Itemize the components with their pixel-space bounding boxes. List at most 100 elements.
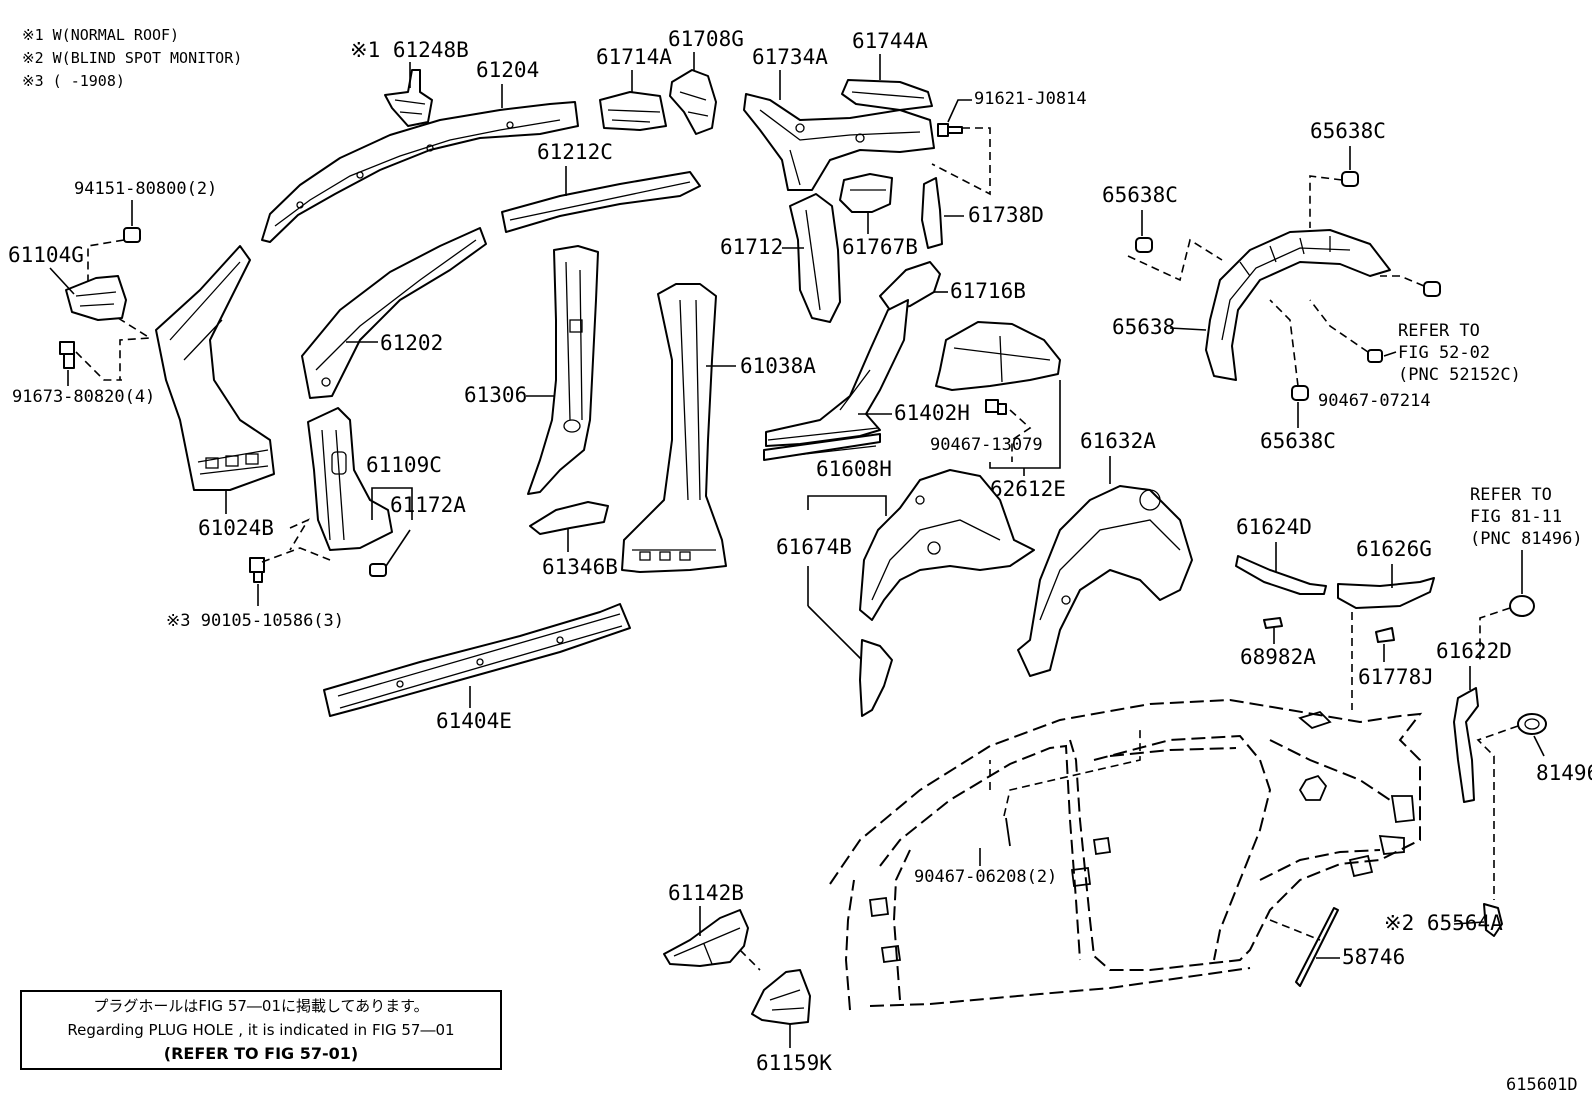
label-61159K: 61159K [756, 1051, 832, 1075]
bolt-91621-J0814[interactable] [937, 123, 963, 137]
ref-52-line1: REFER TO [1398, 321, 1480, 341]
label-61202: 61202 [380, 331, 443, 355]
part-61626G[interactable] [1337, 577, 1435, 609]
label-61204: 61204 [476, 58, 539, 82]
label-61404E: 61404E [436, 709, 512, 733]
label-61212C: 61212C [537, 140, 613, 164]
label-61734A: 61734A [752, 45, 828, 69]
part-68982A[interactable] [1263, 617, 1283, 629]
label-61767B: 61767B [842, 235, 918, 259]
bolt-90467-07214[interactable] [1367, 349, 1383, 363]
part-61624D[interactable] [1235, 555, 1327, 595]
label-81496G: 81496G [1536, 761, 1592, 785]
part-61716B[interactable] [879, 261, 941, 311]
part-61402H[interactable] [763, 299, 909, 461]
label-90467-06208: 90467-06208(2) [914, 867, 1057, 887]
plug-hole-notice: プラグホールはFIG 57―01に掲載してあります。 Regarding PLU… [20, 990, 502, 1070]
label-61674B: 61674B [776, 535, 852, 559]
label-65638C-bottom: 65638C [1260, 429, 1336, 453]
clip-65638C-bottom[interactable] [1291, 385, 1309, 401]
label-90467-13079: 90467-13079 [930, 435, 1043, 455]
part-61734A[interactable] [743, 93, 935, 191]
label-65638: 65638 [1112, 315, 1175, 339]
part-61024B[interactable] [155, 245, 275, 491]
bolt-90105-10586[interactable] [249, 557, 265, 583]
part-61202[interactable] [301, 227, 487, 399]
body-side-outer [829, 698, 1423, 1011]
notice-japanese: プラグホールはFIG 57―01に掲載してあります。 [93, 997, 429, 1015]
label-62612E: 62612E [990, 477, 1066, 501]
part-61038A[interactable] [621, 283, 727, 573]
label-61104G: 61104G [8, 243, 84, 267]
part-58746[interactable] [1295, 907, 1339, 987]
label-61632A: 61632A [1080, 429, 1156, 453]
clip-65638C-right[interactable] [1423, 281, 1441, 297]
part-61159K[interactable] [751, 969, 811, 1025]
part-61744A[interactable] [841, 79, 933, 111]
part-65638[interactable] [1205, 229, 1391, 381]
bolt-90467-13079[interactable] [985, 399, 1007, 415]
part-81496G[interactable] [1517, 713, 1547, 735]
label-61778J: 61778J [1358, 665, 1434, 689]
label-94151-80800: 94151-80800(2) [74, 179, 217, 199]
label-61626G: 61626G [1356, 537, 1432, 561]
label-61306: 61306 [464, 383, 527, 407]
label-90467-07214: 90467-07214 [1318, 391, 1431, 411]
part-61248B[interactable] [384, 69, 433, 127]
label-65638C-top: 65638C [1310, 119, 1386, 143]
label-61346B: 61346B [542, 555, 618, 579]
grommet-81496[interactable] [1509, 595, 1535, 617]
part-61204[interactable] [261, 101, 579, 243]
label-65564A: ※2 65564A [1384, 911, 1503, 935]
part-61104G[interactable] [65, 275, 127, 321]
label-68982A: 68982A [1240, 645, 1316, 669]
label-65638C-left: 65638C [1102, 183, 1178, 207]
label-61109C: 61109C [366, 453, 442, 477]
part-61212C[interactable] [501, 171, 701, 233]
note-3: ※3 ( -1908) [22, 72, 125, 90]
part-61708G[interactable] [669, 69, 717, 135]
ref-81-line1: REFER TO [1470, 485, 1552, 505]
bolt-91673-80820[interactable] [59, 341, 75, 369]
clip-65638C-top[interactable] [1341, 171, 1359, 187]
label-61712: 61712 [720, 235, 783, 259]
notice-reference: (REFER TO FIG 57-01) [163, 1044, 359, 1063]
notice-english: Regarding PLUG HOLE , it is indicated in… [67, 1021, 455, 1039]
part-61346B[interactable] [529, 501, 609, 535]
label-61402H: 61402H [894, 401, 970, 425]
note-2: ※2 W(BLIND SPOT MONITOR) [22, 49, 242, 67]
nut-94151-80800[interactable] [123, 227, 141, 243]
part-61712[interactable] [789, 193, 841, 323]
label-91673-80820: 91673-80820(4) [12, 387, 155, 407]
part-61109C[interactable] [307, 407, 393, 551]
part-61172A[interactable] [369, 563, 387, 577]
part-61738D[interactable] [921, 177, 943, 249]
ref-81-line2: FIG 81-11 [1470, 507, 1562, 527]
ref-81-line3: (PNC 81496) [1470, 529, 1583, 549]
part-62612E[interactable] [935, 321, 1061, 391]
label-61716B: 61716B [950, 279, 1026, 303]
label-61024B: 61024B [198, 516, 274, 540]
part-61142B[interactable] [663, 909, 749, 967]
label-58746: 58746 [1342, 945, 1405, 969]
label-61744A: 61744A [852, 29, 928, 53]
clip-65638C-left[interactable] [1135, 237, 1153, 253]
part-61767B[interactable] [839, 173, 893, 213]
part-61622D[interactable] [1453, 687, 1479, 803]
part-61404E[interactable] [323, 603, 631, 717]
label-61708G: 61708G [668, 27, 744, 51]
part-61632A[interactable] [1017, 485, 1193, 677]
part-61778J[interactable] [1375, 627, 1395, 643]
part-65564A[interactable] [1483, 903, 1503, 937]
label-90105-10586: ※3 90105-10586(3) [166, 611, 344, 631]
label-61622D: 61622D [1436, 639, 1512, 663]
part-61608H[interactable] [859, 469, 1035, 621]
note-1: ※1 W(NORMAL ROOF) [22, 26, 179, 44]
part-61306[interactable] [527, 245, 599, 495]
clip-90467-06208[interactable] [1005, 817, 1011, 847]
part-61714A[interactable] [599, 91, 667, 131]
part-61674B[interactable] [859, 639, 893, 717]
label-61172A: 61172A [390, 493, 466, 517]
